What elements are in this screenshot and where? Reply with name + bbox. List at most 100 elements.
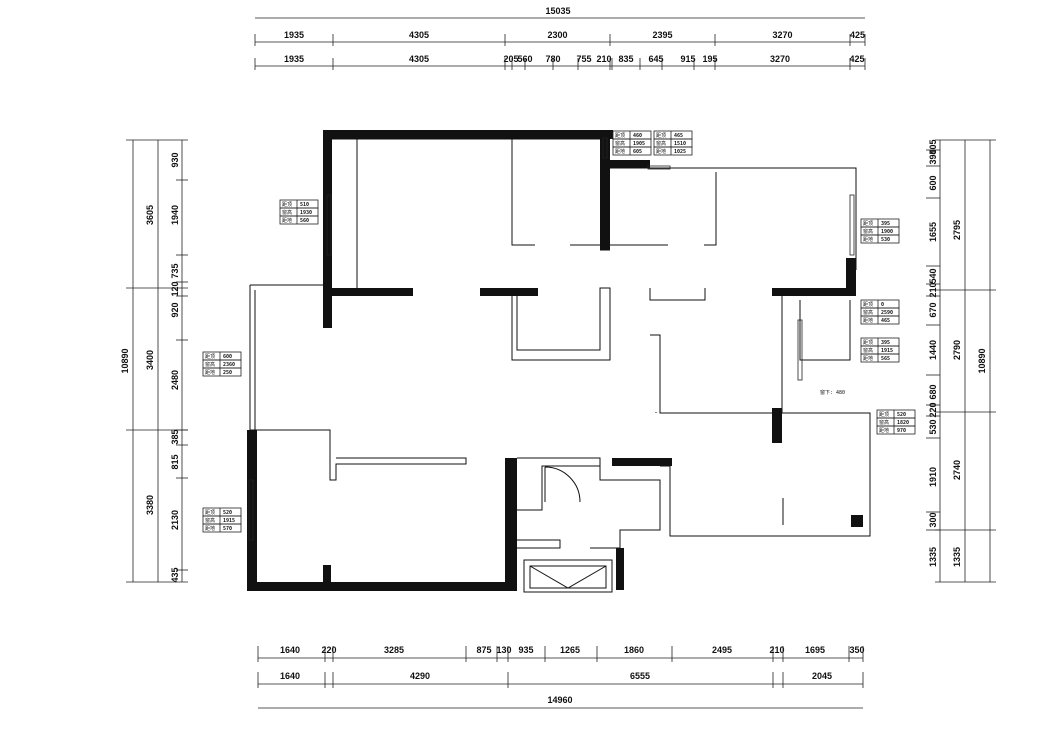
dimension-label: 1860 [624,645,644,655]
window-tag-label: 窗高 [879,419,889,426]
dimension-label: 300 [928,512,938,527]
window-tag-value: 465 [881,318,890,324]
window-tag-cell [202,367,242,377]
window-tag-value: 1900 [881,229,893,235]
window-tag-value: 1930 [300,210,312,216]
dimension-label: 395 [928,149,938,164]
dimension-label: 3285 [384,645,404,655]
dimension-label: 935 [518,645,533,655]
dimension-label: 1935 [284,54,304,64]
window-tag-value: 1510 [674,141,686,147]
dimension-label: 2480 [170,370,180,390]
dimension-label: 3270 [770,54,790,64]
window-tag-value: 570 [223,526,232,532]
window-tag-label: 窗高 [863,228,873,235]
window-tag-value: 460 [633,133,642,139]
dimension-label: 205 [503,54,518,64]
dimension-label: 1910 [928,467,938,487]
dimension-label: 1440 [928,340,938,360]
window-tag-value: 560 [300,218,309,224]
window-tag-label: 窗高 [615,140,625,147]
window-tag-cell [202,523,242,533]
window-tag-cell [279,215,319,225]
window-tag-label: 窗高 [205,361,215,368]
window-tag-value: 1915 [881,348,893,354]
window-tag-label: 距顶 [205,354,215,360]
window-tag-label: 距地 [615,148,625,155]
window-tag-cell [860,315,900,325]
window-tag-value: 465 [674,133,683,139]
dimension-label: 2790 [952,340,962,360]
window-tag-cell [876,425,916,435]
dimension-label: 670 [928,302,938,317]
dimension-label: 220 [321,645,336,655]
window-tag-label: 距地 [205,369,215,376]
window-tag-label: 距地 [879,427,889,434]
right-dimension-labels: 1089027952790274013354053956001655540210… [926,139,996,583]
window-tag-value: 1905 [633,141,645,147]
dimension-label: 350 [849,645,864,655]
dimension-label: 645 [648,54,663,64]
windows [248,137,855,541]
window-tag-value: 1025 [674,149,686,155]
window-tag-value: 250 [223,370,232,376]
dimension-label: 1640 [280,671,300,681]
window-tag-label: 距地 [205,525,215,532]
dimension-label: 2395 [652,30,672,40]
window-tag-label: 距顶 [863,302,873,308]
window-tag-cell [860,234,900,244]
dimension-label: 3270 [772,30,792,40]
dimension-label: 210 [769,645,784,655]
interior-lines [249,138,871,593]
overall-height-label: 10890 [977,348,987,373]
window-tag-label: 距顶 [282,202,292,208]
window-tag-label: 距顶 [863,340,873,346]
dimension-label: 915 [680,54,695,64]
dimension-label: 425 [850,30,865,40]
window-tag-label: 距顶 [879,412,889,418]
window-tag-label: 窗高 [282,209,292,216]
window-tag-value: 530 [881,237,890,243]
window-tag-value: 2590 [881,310,893,316]
dimension-label: 815 [170,454,180,469]
dimension-label: 930 [170,152,180,167]
overall-width-label: 14960 [547,695,572,705]
dimension-label: 220 [928,402,938,417]
dimension-label: 2300 [547,30,567,40]
window-tag-value: 2360 [223,362,235,368]
window-tag-label: 距地 [863,236,873,243]
dimension-label: 3605 [145,205,155,225]
window-tag-value: 1820 [897,420,909,426]
window-tag-label: 距地 [863,355,873,362]
dimension-label: 920 [170,302,180,317]
dimension-label: 4290 [410,671,430,681]
dimension-label: 680 [928,384,938,399]
dimension-label: 1940 [170,205,180,225]
dimension-label: 2740 [952,460,962,480]
window-tag-value: 1915 [223,518,235,524]
dimension-label: 2495 [712,645,732,655]
window-tag-value: 565 [881,356,890,362]
overall-height-label: 10890 [120,348,130,373]
dimension-label: 540 [928,268,938,283]
dimension-label: 120 [170,281,180,296]
window-tag-label: 距地 [282,217,292,224]
window-tag-label: 距地 [863,317,873,324]
dimension-label: 6555 [630,671,650,681]
dimension-label: 1335 [952,547,962,567]
window-tag-label: 窗高 [656,140,666,147]
window-tag-label: 距顶 [205,510,215,516]
window-tag-value: 605 [633,149,642,155]
left-dimension-labels: 1089036053400338093019407351209202480385… [120,139,188,583]
window-tag-cell [653,146,693,156]
overall-width-label: 15035 [545,6,570,16]
